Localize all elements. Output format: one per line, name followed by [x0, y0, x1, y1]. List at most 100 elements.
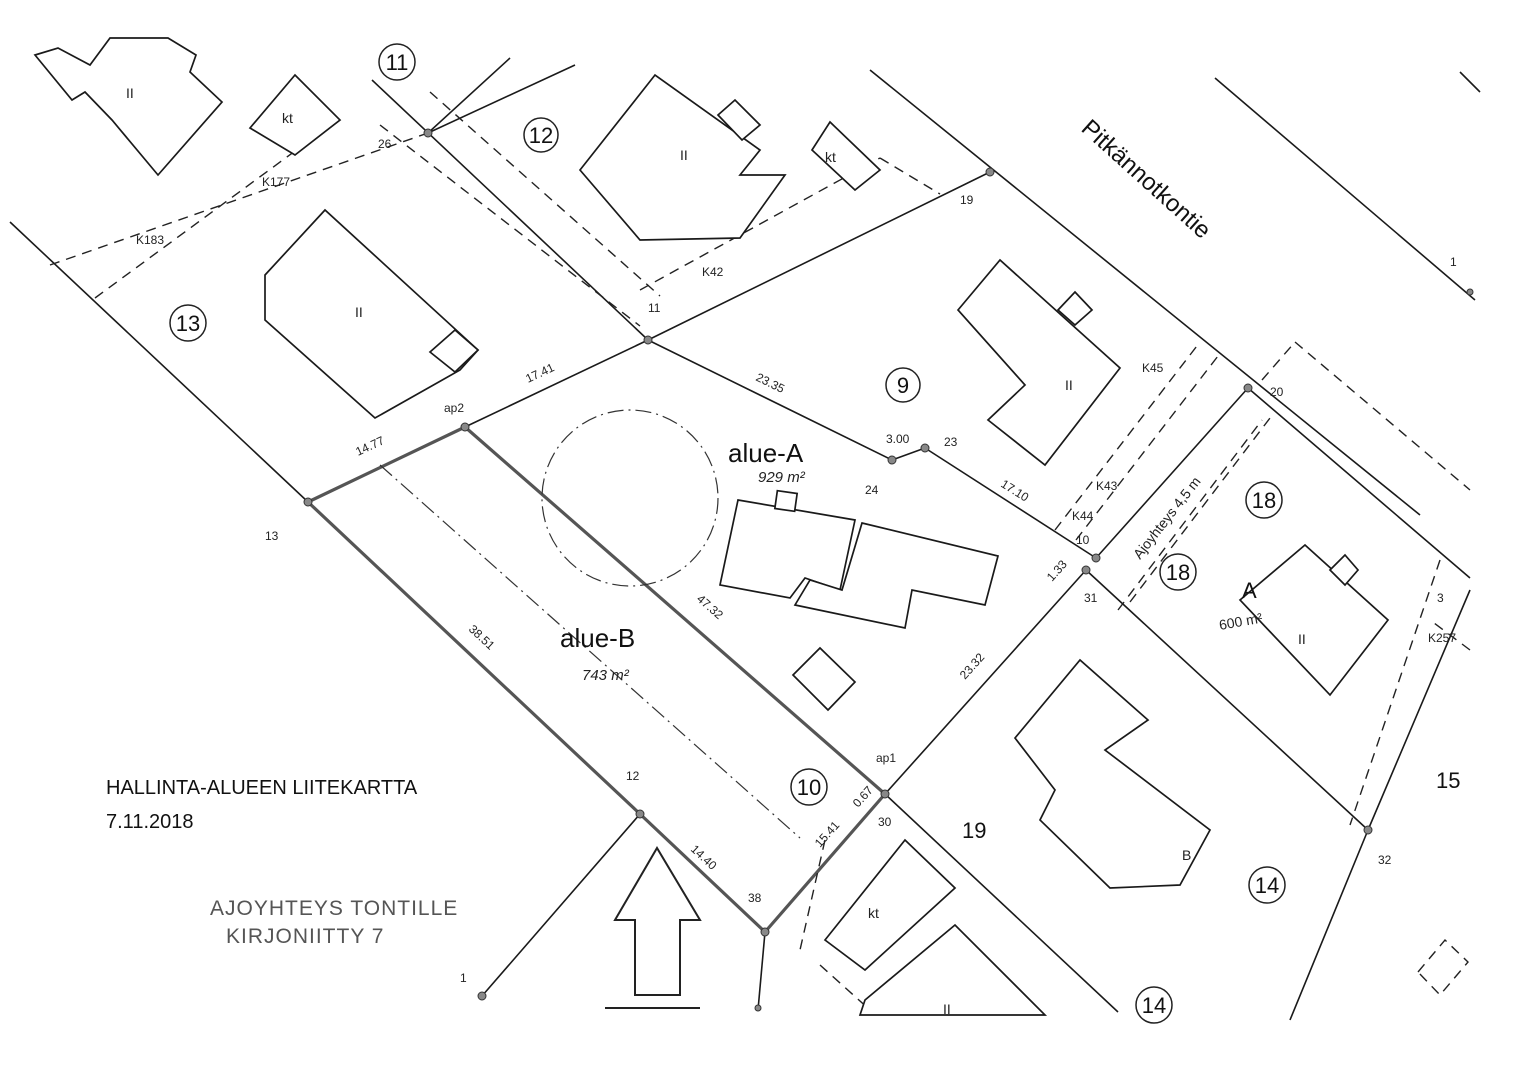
building-18 — [1238, 543, 1390, 697]
access-road-label: Ajoyhteys 4,5 m — [1130, 474, 1204, 562]
dimension: 1.33 — [1044, 557, 1070, 584]
plot-number: 18 — [1252, 488, 1276, 513]
easement-label: K183 — [136, 233, 164, 247]
building-9 — [956, 258, 1122, 467]
lot-a-area: 600 m² — [1218, 610, 1264, 633]
building-kt-2 — [810, 120, 882, 192]
floor-label: II — [126, 85, 134, 101]
dimension: 17.41 — [523, 360, 556, 386]
plot-number: 11 — [386, 50, 409, 75]
point-label: 1 — [460, 971, 467, 985]
dimension: 14.77 — [353, 433, 386, 459]
road-name: Pitkännotkontie — [1076, 114, 1216, 244]
dimension-labels: 17.41 14.77 23.35 3.00 17.10 47.32 38.51… — [353, 360, 1070, 873]
floor-label: II — [355, 304, 363, 320]
plot-number: 10 — [797, 775, 821, 800]
dimension: 23.35 — [754, 370, 787, 396]
point-label: 31 — [1084, 591, 1098, 605]
easement-label: K42 — [702, 265, 724, 279]
dimension: 15.41 — [812, 818, 843, 850]
access-arrow-icon — [613, 846, 702, 996]
point-label: 1 — [1450, 255, 1457, 269]
plot-label-15: 15 — [1436, 768, 1460, 793]
easement-label: K45 — [1142, 361, 1164, 375]
area-b-size: 743 m² — [582, 667, 630, 684]
easement-label: K44 — [1072, 509, 1094, 523]
building-top-left — [33, 37, 224, 177]
area-a-size: 929 m² — [758, 469, 806, 486]
point-label: 20 — [1270, 385, 1284, 399]
building-13-annex — [428, 328, 480, 374]
floor-label: II — [943, 1001, 951, 1017]
easement-label: K257 — [1428, 631, 1456, 645]
plot-number-circles: 11 12 13 9 18 18 10 14 14 — [169, 43, 1286, 1024]
building-small-shed — [791, 646, 857, 712]
boundary-points — [303, 128, 1474, 1012]
easement-label: K43 — [1096, 479, 1118, 493]
admin-area-boundaries — [306, 425, 887, 934]
point-label: 11 — [648, 301, 661, 315]
lot-a-label: A — [1242, 578, 1257, 603]
road-lines — [869, 69, 1481, 516]
building-kt-1 — [248, 73, 342, 157]
tree-circle — [541, 409, 719, 587]
point-label: ap2 — [444, 401, 464, 415]
point-label: 30 — [878, 815, 892, 829]
lot-b-label: B — [1182, 847, 1191, 863]
planned-structure — [1417, 938, 1469, 997]
area-b-name: alue-B — [560, 623, 635, 653]
point-label: 38 — [748, 891, 762, 905]
building-main-a-chimney — [773, 489, 799, 513]
kt-label: kt — [868, 905, 879, 921]
buildings — [33, 37, 1469, 1016]
area-a-name: alue-A — [728, 438, 804, 468]
easement-lines — [49, 91, 1471, 1011]
point-label: 3 — [1437, 591, 1444, 605]
building-main-a-wing — [793, 521, 1000, 630]
dimension: 47.32 — [694, 592, 726, 622]
floor-label: II — [1298, 631, 1306, 647]
point-label: 24 — [865, 483, 879, 497]
point-label: 12 — [626, 769, 640, 783]
building-bottom-c — [858, 923, 1048, 1016]
point-labels: 26 19 11 13 23 24 10 31 20 12 30 38 32 3… — [265, 137, 1457, 985]
point-label: 10 — [1076, 533, 1090, 547]
building-main-a — [718, 499, 857, 599]
plot-number: 13 — [176, 311, 200, 336]
building-13 — [264, 208, 480, 420]
building-18-annex — [1328, 553, 1360, 587]
building-9-annex — [1056, 290, 1094, 327]
building-b — [1013, 658, 1212, 889]
kt-label: kt — [282, 110, 293, 126]
dimension: 23.32 — [957, 650, 988, 682]
access-note-line2: KIRJONIITTY 7 — [226, 925, 384, 948]
plot-number: 14 — [1142, 993, 1166, 1018]
point-label: 23 — [944, 435, 958, 449]
easement-labels: K177 K183 K42 K45 K43 K44 K257 — [136, 175, 1456, 645]
point-label: ap1 — [876, 751, 896, 765]
dimension: 0.67 — [850, 783, 876, 810]
dimension: 38.51 — [466, 622, 498, 653]
map-date: 7.11.2018 — [106, 811, 194, 833]
dimension: 3.00 — [886, 432, 910, 446]
point-label: 32 — [1378, 853, 1392, 867]
plot-label-19: 19 — [962, 818, 986, 843]
easement-label: K177 — [262, 175, 290, 189]
kt-label: kt — [825, 149, 836, 165]
floor-label: II — [1065, 377, 1073, 393]
dimension: 14.40 — [688, 842, 720, 873]
point-label: 13 — [265, 529, 279, 543]
floor-label: II — [680, 147, 688, 163]
point-label: 19 — [960, 193, 974, 207]
dash-dot-lines — [379, 409, 801, 839]
building-12-annex — [716, 98, 762, 142]
plot-number: 12 — [529, 123, 553, 148]
plot-number: 9 — [897, 373, 909, 398]
plot-number: 18 — [1166, 560, 1190, 585]
access-note-line1: AJOYHTEYS TONTILLE — [210, 897, 458, 920]
map-title: HALLINTA-ALUEEN LIITEKARTTA — [106, 777, 418, 799]
dimension: 17.10 — [998, 477, 1031, 505]
plot-number: 14 — [1255, 873, 1279, 898]
building-12 — [578, 73, 787, 241]
